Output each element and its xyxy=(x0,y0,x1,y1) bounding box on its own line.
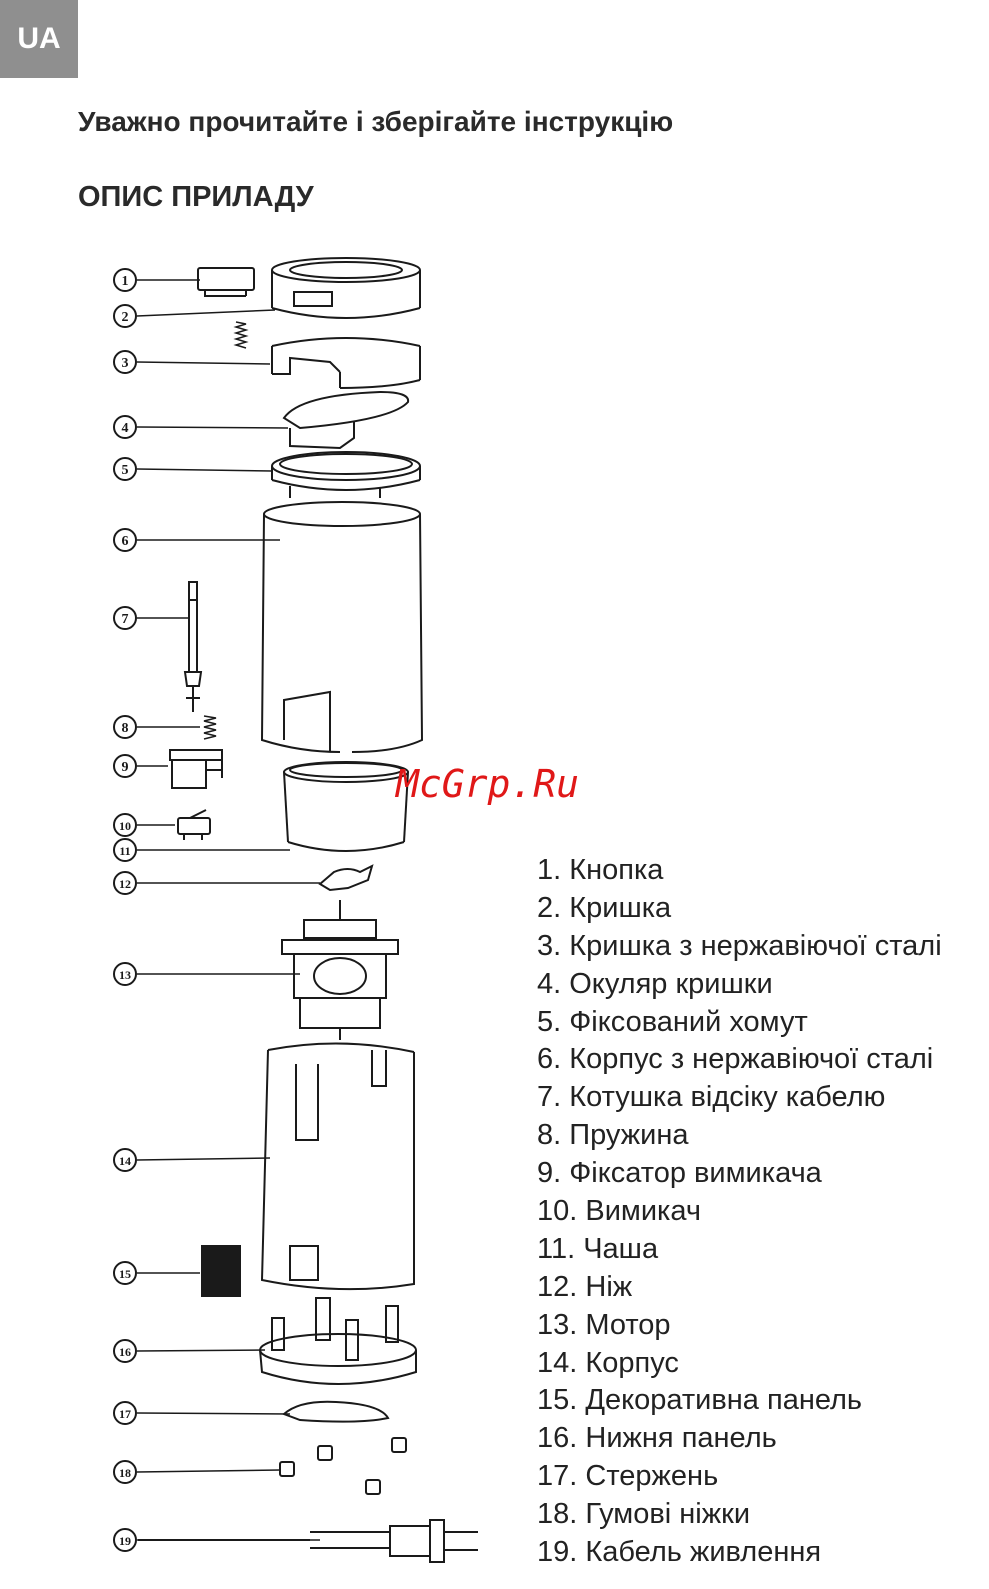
part-stainless-body xyxy=(260,501,424,753)
watermark: McGrp.Ru xyxy=(396,762,580,806)
callout-label: 15 xyxy=(119,1267,131,1281)
part-power-cable xyxy=(138,1519,478,1563)
callout-label: 16 xyxy=(119,1345,131,1359)
callout-label: 1 xyxy=(122,274,129,289)
callout-5: 5 xyxy=(113,457,137,481)
callout-label: 13 xyxy=(119,968,131,982)
language-badge: UA xyxy=(0,0,78,78)
callout-label: 10 xyxy=(119,819,131,833)
callout-14: 14 xyxy=(113,1148,137,1172)
callout-7: 7 xyxy=(113,606,137,630)
parts-list-item: 7. Котушка відсіку кабелю xyxy=(537,1081,886,1114)
parts-list-item: 13. Мотор xyxy=(537,1308,671,1341)
callout-13: 13 xyxy=(113,962,137,986)
callout-label: 5 xyxy=(122,463,129,478)
part-cable-reel xyxy=(183,581,203,712)
parts-list-item: 2. Кришка xyxy=(537,891,672,924)
callout-label: 6 xyxy=(122,534,129,549)
parts-list-item: 1. Кнопка xyxy=(537,854,664,886)
callout-label: 12 xyxy=(119,877,131,891)
callout-4: 4 xyxy=(113,415,137,439)
callout-17: 17 xyxy=(113,1401,137,1425)
part-rod xyxy=(282,1400,390,1423)
parts-list-item: 19. Кабель живлення xyxy=(537,1536,822,1569)
parts-list-item: 18. Гумові ніжки xyxy=(537,1498,751,1531)
callout-8: 8 xyxy=(113,715,137,739)
part-switch-holder xyxy=(169,749,223,789)
callout-label: 7 xyxy=(122,612,129,627)
part-blade xyxy=(318,864,374,892)
callout-label: 4 xyxy=(122,421,129,436)
parts-list-item: 8. Пружина xyxy=(537,1119,689,1152)
exploded-parts-diagram: 1 2 3 4 5 6 7 8 9 10 11 12 13 14 15 16 1… xyxy=(113,257,478,1563)
part-bottom-panel xyxy=(259,1297,417,1385)
parts-list-item: 9. Фіксатор вимикача xyxy=(537,1157,822,1190)
part-switch xyxy=(177,809,211,840)
callout-11: 11 xyxy=(113,838,137,862)
parts-list-item: 4. Окуляр кришки xyxy=(537,967,773,1000)
parts-list: 1. Кнопка 2. Кришка 3. Кришка з нержавію… xyxy=(537,852,942,1572)
part-lid-window xyxy=(282,390,410,450)
part-clamp xyxy=(271,451,421,498)
callout-label: 3 xyxy=(122,356,129,371)
callout-label: 17 xyxy=(119,1407,131,1421)
part-lid xyxy=(271,257,421,319)
parts-list-item: 5. Фіксований хомут xyxy=(537,1005,808,1038)
part-decor-panel xyxy=(201,1245,241,1297)
callout-3: 3 xyxy=(113,350,137,374)
part-motor xyxy=(281,900,399,1040)
callout-markers: 1 2 3 4 5 6 7 8 9 10 11 12 13 14 15 16 1… xyxy=(113,268,137,1552)
parts-list-item: 14. Корпус xyxy=(537,1346,679,1379)
callout-2: 2 xyxy=(113,304,137,328)
page-heading: Уважно прочитайте і зберігайте інструкці… xyxy=(78,106,674,137)
section-title: ОПИС ПРИЛАДУ xyxy=(78,181,314,213)
callout-6: 6 xyxy=(113,528,137,552)
parts-list-item: 15. Декоративна панель xyxy=(537,1384,863,1417)
part-button xyxy=(197,267,255,297)
parts-list-item: 12. Ніж xyxy=(537,1270,633,1303)
part-rubber-feet xyxy=(279,1437,407,1495)
callout-16: 16 xyxy=(113,1339,137,1363)
callout-label: 8 xyxy=(122,721,129,736)
part-spring xyxy=(203,715,217,740)
parts-list-item: 11. Чаша xyxy=(537,1232,659,1265)
callout-label: 11 xyxy=(119,844,130,858)
callout-label: 18 xyxy=(119,1466,131,1480)
callout-label: 2 xyxy=(122,310,129,325)
callout-label: 9 xyxy=(122,760,129,775)
parts-list-item: 17. Стержень xyxy=(537,1460,719,1493)
leader-lines xyxy=(136,279,320,1541)
callout-label: 19 xyxy=(119,1534,131,1548)
callout-15: 15 xyxy=(113,1261,137,1285)
parts-list-item: 10. Вимикач xyxy=(537,1195,701,1228)
part-housing xyxy=(260,1042,415,1291)
callout-18: 18 xyxy=(113,1460,137,1484)
callout-9: 9 xyxy=(113,754,137,778)
parts-list-item: 3. Кришка з нержавіючої сталі xyxy=(537,929,942,962)
callout-12: 12 xyxy=(113,871,137,895)
part-bowl xyxy=(283,761,409,852)
callout-1: 1 xyxy=(113,268,137,292)
part-lid-spring xyxy=(233,321,249,349)
callout-10: 10 xyxy=(113,813,137,837)
parts-list-item: 16. Нижня панель xyxy=(537,1422,777,1455)
parts-list-item: 6. Корпус з нержавіючої сталі xyxy=(537,1043,934,1076)
callout-19: 19 xyxy=(113,1528,137,1552)
part-stainless-lid xyxy=(271,337,421,389)
callout-label: 14 xyxy=(119,1154,131,1168)
